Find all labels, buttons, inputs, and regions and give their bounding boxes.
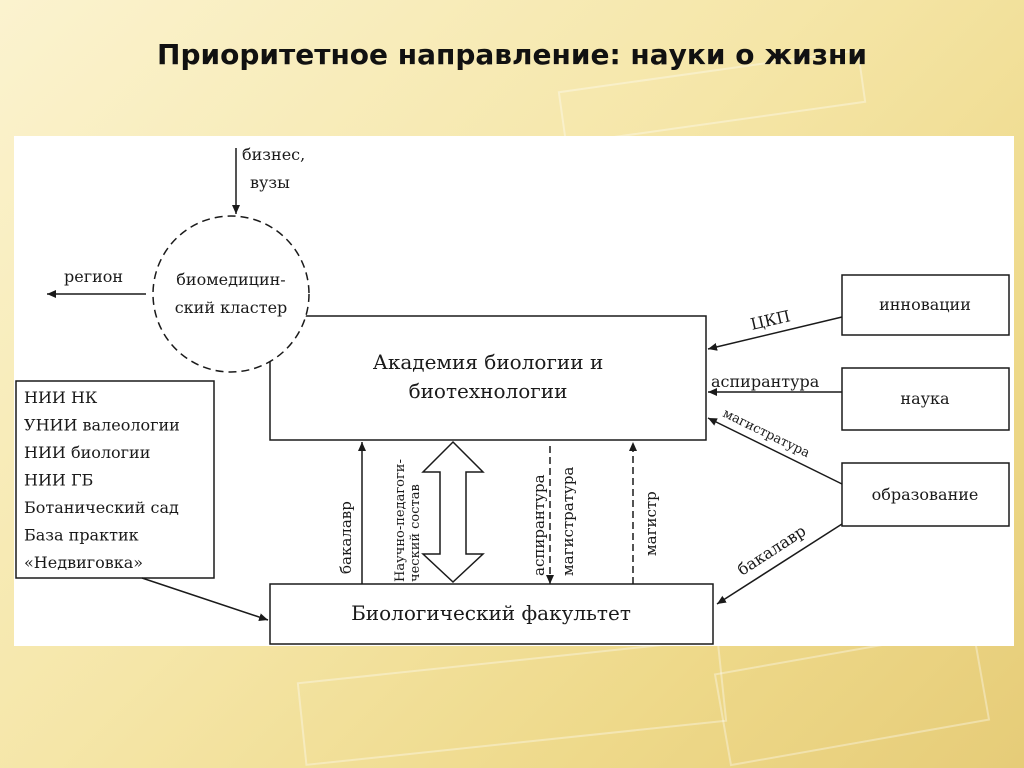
innovations-box (841, 274, 1010, 336)
staff-double-arrow (421, 440, 485, 584)
slide-title: Приоритетное направление: науки о жизни (157, 38, 867, 71)
institute-item: УНИИ валеологии (24, 416, 180, 435)
staff-label-line2: ческий состав (408, 484, 423, 582)
institute-item: Ботанический сад (24, 498, 179, 517)
education-label: образование (872, 485, 979, 504)
magistratura-right-label: магистратура (720, 406, 812, 461)
diagram-panel: Академия биологии и биотехнологии биомед… (14, 136, 1014, 646)
academy-box (269, 315, 707, 441)
magistratura-vertical-label: магистратура (559, 467, 577, 576)
institute-item: База практик (24, 526, 139, 545)
ckp-arrow (707, 316, 843, 351)
block-diagram: Академия биологии и биотехнологии биомед… (15, 145, 1010, 645)
business-label-line1: бизнес, (242, 145, 305, 164)
innovations-label: инновации (879, 295, 971, 314)
background-decoration (713, 627, 991, 767)
institute-item: НИИ НК (24, 388, 98, 407)
institute-item: НИИ биологии (24, 443, 150, 462)
magistr-vertical-label: магистр (642, 491, 660, 556)
academy-label-line2: биотехнологии (409, 379, 568, 403)
background-decoration (296, 638, 728, 766)
bakalavr-vertical-label: бакалавр (337, 501, 355, 574)
institute-item: «Недвиговка» (24, 553, 143, 572)
aspirantura-right-label: аспирантура (711, 372, 820, 391)
cluster-label-line1: биомедицин- (176, 270, 285, 289)
magistratura-arrow (707, 417, 843, 485)
education-box (841, 462, 1010, 527)
cluster-label-line2: ский кластер (175, 298, 288, 317)
institutes-box (15, 380, 215, 579)
faculty-box (269, 583, 714, 645)
institute-item: НИИ ГБ (24, 471, 93, 490)
business-label-line2: вузы (250, 173, 290, 192)
science-box (841, 367, 1010, 431)
faculty-label: Биологический факультет (351, 601, 631, 625)
academy-label-line1: Академия биологии и (373, 350, 604, 374)
institutes-arrow (141, 577, 269, 621)
aspirantura-vertical-label: аспирантура (530, 474, 548, 576)
cluster-circle (152, 215, 310, 373)
bakalavr-arrow-right (716, 523, 843, 605)
bakalavr-right-label: бакалавр (734, 521, 809, 579)
staff-label-line1: Научно-педагоги- (393, 459, 408, 582)
region-label: регион (64, 267, 123, 286)
science-label: наука (900, 389, 950, 408)
